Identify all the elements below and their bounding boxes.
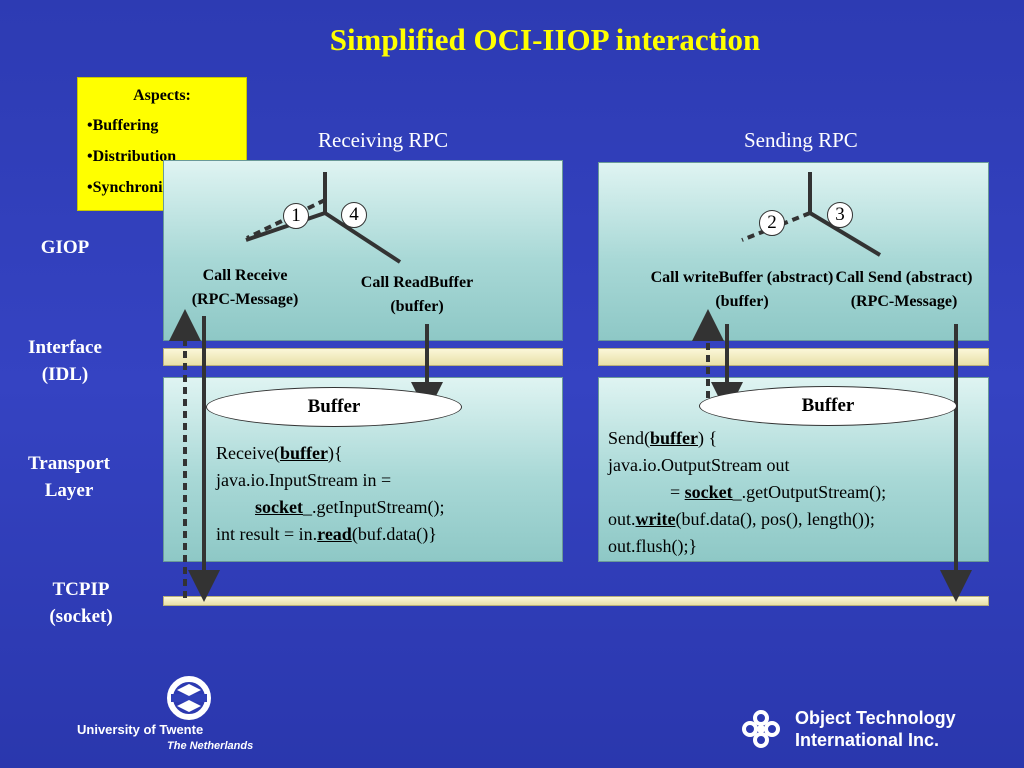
sending-rpc-heading: Sending RPC xyxy=(744,128,858,152)
aspect-item-buffering: •Buffering xyxy=(87,117,159,134)
slide-title: Simplified OCI-IIOP interaction xyxy=(329,22,761,57)
oti-logo-icon xyxy=(742,710,780,748)
receiving-code-block: Receive(buffer){ java.io.InputStream in … xyxy=(216,443,445,544)
sending-interface-band xyxy=(598,348,989,366)
call-send-label: Call Send (abstract)(RPC-Message) xyxy=(835,269,973,310)
step-circle-1: 1 xyxy=(283,203,309,229)
layer-giop-label: GIOP xyxy=(40,237,90,258)
layer-interface-label: Interface(IDL) xyxy=(28,337,102,385)
step-circle-4: 4 xyxy=(341,202,367,228)
sending-giop-panel xyxy=(598,162,989,341)
university-name: University of Twente xyxy=(77,722,204,737)
aspect-item-distribution: •Distribution xyxy=(87,148,177,165)
call-writebuffer-label: Call writeBuffer (abstract)(buffer) xyxy=(650,269,834,310)
receiving-tree-icon xyxy=(245,172,402,264)
receiving-rpc-heading: Receiving RPC xyxy=(318,128,449,152)
university-twente-logo-icon xyxy=(167,676,211,720)
university-country: The Netherlands xyxy=(167,740,254,752)
receiving-interface-band xyxy=(163,348,563,366)
call-receive-label: Call Receive(RPC-Message) xyxy=(191,267,299,308)
receiving-buffer-ellipse: Buffer xyxy=(206,387,462,427)
receiving-giop-panel xyxy=(163,160,563,341)
sending-code-block: Send(buffer) { java.io.OutputStream out … xyxy=(608,428,887,556)
aspects-heading: Aspects: xyxy=(133,87,191,104)
step-circle-2: 2 xyxy=(759,210,785,236)
tcpip-socket-band xyxy=(163,596,989,606)
sending-buffer-ellipse: Buffer xyxy=(699,386,957,426)
call-readbuffer-label: Call ReadBuffer(buffer) xyxy=(360,274,474,315)
step-circle-3: 3 xyxy=(827,202,853,228)
layer-tcpip-label: TCPIP(socket) xyxy=(49,579,113,627)
